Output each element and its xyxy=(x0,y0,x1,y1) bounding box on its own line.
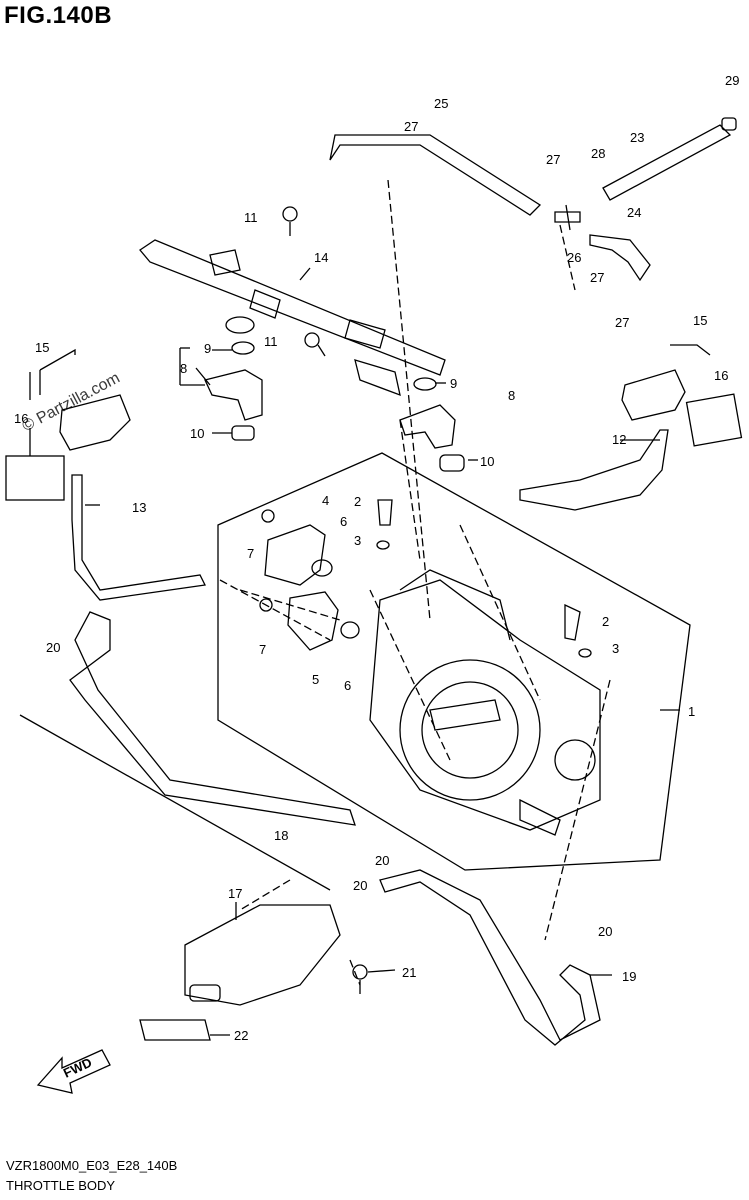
callout-7: 7 xyxy=(247,546,254,561)
callout-26: 26 xyxy=(567,250,581,265)
sensor-15-right xyxy=(621,369,686,421)
cover-16-right xyxy=(685,393,743,447)
callout-23: 23 xyxy=(630,130,644,145)
callout-15: 15 xyxy=(35,340,49,355)
callout-27: 27 xyxy=(590,270,604,285)
callout-6: 6 xyxy=(340,514,347,529)
injector-8-right xyxy=(399,404,456,449)
screw-2-b xyxy=(564,603,581,641)
hose-24 xyxy=(589,234,651,282)
hose-18 xyxy=(69,611,356,826)
callout-18: 18 xyxy=(274,828,288,843)
callout-5: 5 xyxy=(312,672,319,687)
callout-3: 3 xyxy=(354,533,361,548)
callout-12: 12 xyxy=(612,432,626,447)
callout-25: 25 xyxy=(434,96,448,111)
fuel-rail-14 xyxy=(139,239,446,376)
valve-17 xyxy=(184,904,341,1006)
callout-20: 20 xyxy=(375,853,389,868)
sensor-5 xyxy=(287,591,339,651)
callout-8: 8 xyxy=(180,361,187,376)
callout-14: 14 xyxy=(314,250,328,265)
callout-6: 6 xyxy=(344,678,351,693)
screw-21 xyxy=(352,964,368,980)
hose-19 xyxy=(379,869,601,1046)
callout-20: 20 xyxy=(46,640,60,655)
clamp-29 xyxy=(721,117,737,131)
callout-2: 2 xyxy=(354,494,361,509)
callout-13: 13 xyxy=(132,500,146,515)
callout-27: 27 xyxy=(615,315,629,330)
cover-16-left xyxy=(5,455,65,501)
callout-2: 2 xyxy=(602,614,609,629)
callout-11: 11 xyxy=(244,210,258,225)
callout-10: 10 xyxy=(480,454,494,469)
screw-2-a xyxy=(377,499,393,526)
hose-25 xyxy=(329,134,542,216)
screw-11-top xyxy=(282,206,298,222)
callout-21: 21 xyxy=(402,965,416,980)
callout-15: 15 xyxy=(693,313,707,328)
callout-11: 11 xyxy=(264,334,278,349)
callout-17: 17 xyxy=(228,886,242,901)
diagram-caption: THROTTLE BODY xyxy=(6,1178,116,1193)
callout-19: 19 xyxy=(622,969,636,984)
callout-7: 7 xyxy=(259,642,266,657)
callout-4: 4 xyxy=(322,493,329,508)
callout-10: 10 xyxy=(190,426,204,441)
callout-16: 16 xyxy=(714,368,728,383)
callout-9: 9 xyxy=(204,341,211,356)
screw-7-a xyxy=(261,509,275,523)
joint-26 xyxy=(554,204,581,231)
callout-24: 24 xyxy=(627,205,641,220)
figure-title: FIG.140B xyxy=(4,2,113,29)
callout-28: 28 xyxy=(591,146,605,161)
callout-29: 29 xyxy=(725,73,739,88)
drawing-code: VZR1800M0_E03_E28_140B xyxy=(6,1158,178,1173)
callout-1: 1 xyxy=(688,704,695,719)
callout-20: 20 xyxy=(598,924,612,939)
injector-8-left xyxy=(204,369,263,421)
callout-27: 27 xyxy=(546,152,560,167)
fwd-arrow-icon xyxy=(36,1049,111,1094)
sensor-4 xyxy=(264,524,326,586)
callout-27: 27 xyxy=(404,119,418,134)
callout-22: 22 xyxy=(234,1028,248,1043)
fwd-label: FWD xyxy=(61,1055,94,1081)
hose-12 xyxy=(519,429,669,511)
callout-9: 9 xyxy=(450,376,457,391)
callout-20: 20 xyxy=(353,878,367,893)
hose-13 xyxy=(71,474,206,601)
hose-23 xyxy=(602,124,732,201)
callout-8: 8 xyxy=(508,388,515,403)
callout-3: 3 xyxy=(612,641,619,656)
screw-11-mid xyxy=(304,332,320,348)
throttle-assembly-outline xyxy=(217,452,691,871)
throttle-body-core xyxy=(369,569,601,836)
callout-16: 16 xyxy=(14,411,28,426)
pad-22 xyxy=(139,1019,211,1041)
sensor-15-left xyxy=(59,394,131,451)
screw-7-b xyxy=(259,598,273,612)
